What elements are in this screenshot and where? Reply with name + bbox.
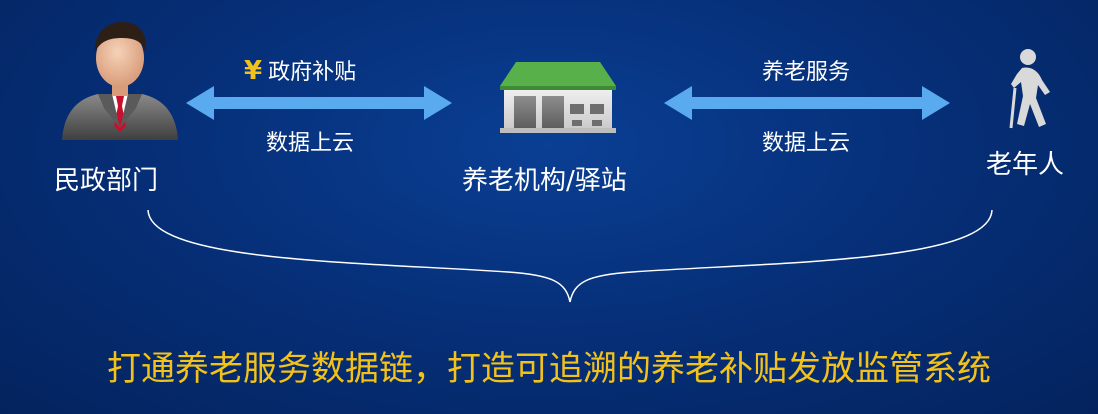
elderly-walking-icon bbox=[1009, 49, 1050, 129]
left-double-arrow bbox=[186, 86, 452, 120]
left-edge-bottom-label: 数据上云 bbox=[266, 131, 355, 156]
right-edge-top-label: 养老服务 bbox=[762, 60, 851, 85]
businessman-icon bbox=[62, 22, 178, 140]
node-label-institution: 养老机构/驿站 bbox=[462, 166, 627, 196]
right-double-arrow bbox=[664, 86, 950, 120]
left-edge-top-label: ¥政府补贴 bbox=[244, 58, 356, 84]
node-label-elderly: 老年人 bbox=[986, 150, 1065, 180]
right-edge-bottom-label: 数据上云 bbox=[762, 131, 851, 156]
curly-brace bbox=[147, 209, 993, 303]
yen-icon: ¥ bbox=[244, 56, 263, 86]
summary-text: 打通养老服务数据链，打造可追溯的养老补贴发放监管系统 bbox=[107, 349, 991, 389]
warehouse-icon bbox=[500, 62, 616, 133]
node-label-government: 民政部门 bbox=[54, 166, 159, 196]
subsidy-label: 政府补贴 bbox=[268, 60, 357, 85]
